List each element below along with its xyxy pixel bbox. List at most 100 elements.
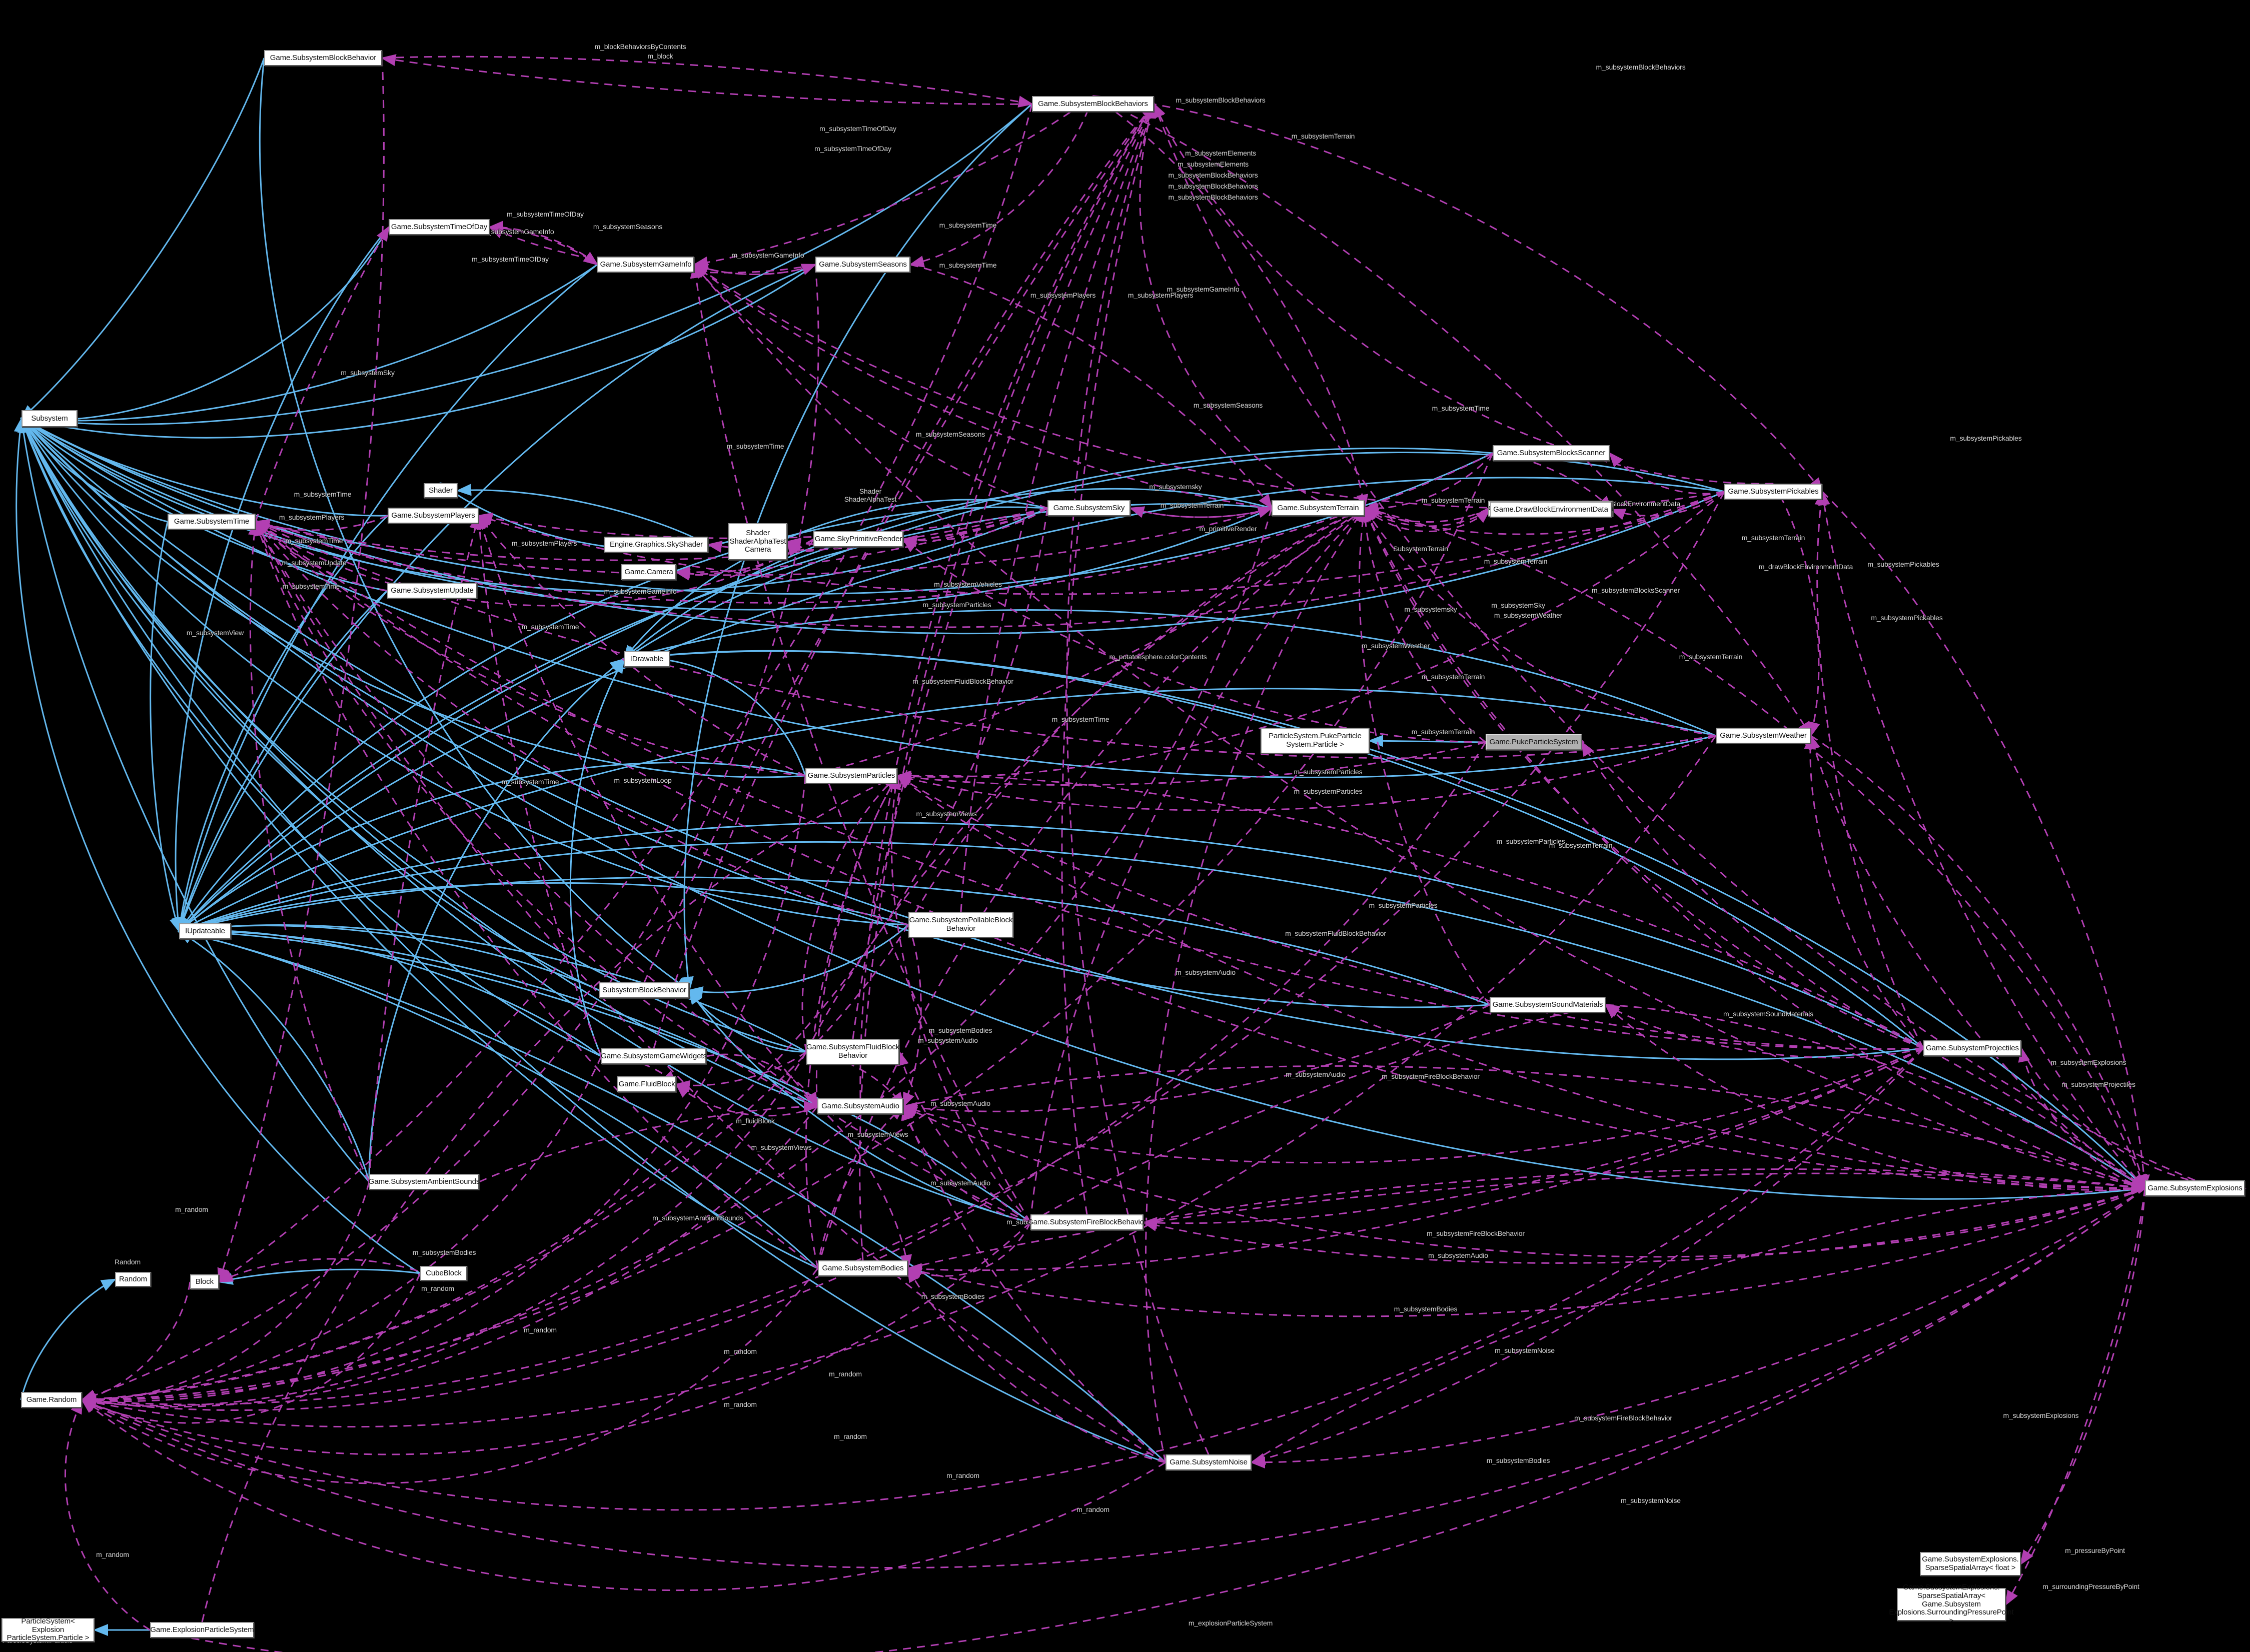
- class-node[interactable]: CubeBlock: [420, 1266, 467, 1281]
- edge-label: m_subsystemTime: [939, 261, 997, 269]
- edge-label: m_subsystemTime: [939, 221, 997, 229]
- class-node[interactable]: Game.SubsystemExplosions. SparseSpatialA…: [1889, 1583, 2014, 1625]
- class-node[interactable]: Game.SkyPrimitiveRender: [813, 531, 903, 547]
- class-node[interactable]: Game.SubsystemTime: [168, 514, 256, 530]
- class-node[interactable]: Game.SubsystemFireBlockBehavior: [1027, 1214, 1147, 1230]
- edge-label: m_subsystemPlayers: [279, 513, 345, 521]
- class-node[interactable]: Game.SubsystemSoundMaterials: [1490, 997, 1606, 1013]
- edge-label: m_random: [96, 1550, 129, 1558]
- class-node[interactable]: Game.SubsystemWeather: [1716, 728, 1811, 744]
- class-node[interactable]: Game.SubsystemPlayers: [388, 508, 479, 524]
- class-node[interactable]: Game.SubsystemFluidBlock Behavior: [806, 1039, 899, 1065]
- class-node[interactable]: Game.SubsystemExplosions. SparseSpatialA…: [1920, 1552, 2021, 1576]
- edge-label: m_subsystemBlockBehaviors: [1596, 63, 1686, 71]
- edge-label: m_subsystemAudio: [930, 1179, 990, 1187]
- class-node[interactable]: Game.SubsystemPollableBlock Behavior: [908, 912, 1013, 938]
- class-node[interactable]: Game.SubsystemBodies: [818, 1260, 908, 1276]
- edge-label: m_random: [834, 1432, 867, 1440]
- edge-label: SubsystemTerrain: [1393, 545, 1448, 553]
- class-node[interactable]: Game.SubsystemPickables: [1724, 484, 1822, 500]
- edge-label: m_subsystemGameInfo: [731, 251, 804, 259]
- edge-label: m_subsystemBlockBehaviors: [1168, 171, 1258, 179]
- edge-label: m_subsystemFireBlockBehavior: [1382, 1072, 1480, 1080]
- class-node[interactable]: Game.PukeParticleSystem: [1486, 734, 1582, 750]
- edge-label: m_subsystemPickables: [1871, 614, 1943, 622]
- edge-label: m_subsystemWeather: [1361, 642, 1430, 650]
- class-node[interactable]: Game.SubsystemGameWidgets: [601, 1048, 707, 1064]
- class-node[interactable]: SubsystemBlockBehavior: [599, 982, 689, 998]
- class-node[interactable]: Game.SubsystemTerrain: [1272, 500, 1365, 516]
- edge-label: m_subsystemTerrain: [1484, 557, 1548, 565]
- class-node[interactable]: Game.SubsystemBlocksScanner: [1493, 445, 1610, 461]
- class-node[interactable]: Game.SubsystemUpdate: [387, 583, 477, 599]
- class-node[interactable]: Game.SubsystemNoise: [1166, 1454, 1252, 1470]
- class-node[interactable]: Game.SubsystemExplosions: [2145, 1180, 2245, 1196]
- class-node[interactable]: Shader ShaderAlphaTest Camera: [728, 523, 787, 560]
- edge-label: m_subsystemPickables: [1950, 434, 2022, 442]
- class-node[interactable]: Game.SubsystemBlockBehaviors: [1032, 96, 1154, 112]
- edge-label: m_drawBlockEnvironmentData: [1758, 563, 1853, 571]
- class-node[interactable]: ParticleSystem.PukeParticle System.Parti…: [1261, 728, 1370, 754]
- edge-label: m_subsystemSky: [341, 369, 395, 377]
- edge-label: m_surroundingPressureByPoint: [2042, 1582, 2139, 1590]
- edge-label: m_subsystemTerrain: [1411, 728, 1475, 736]
- class-node[interactable]: Game.ExplosionParticleSystem: [150, 1622, 254, 1638]
- class-node[interactable]: Subsystem: [22, 410, 78, 427]
- edge-label: m_subsystemFluidBlockBehavior: [1285, 929, 1386, 937]
- class-node[interactable]: Game.SubsystemGameInfo: [597, 257, 694, 273]
- edge-label: m_blockBehaviorsByContents: [594, 43, 686, 51]
- class-node[interactable]: Game.Camera: [621, 564, 676, 580]
- edge-label: m_subsystemFireBlockBehavior: [1574, 1414, 1672, 1422]
- edge-label: m_random: [946, 1471, 979, 1479]
- edge-label: m_subsystemBlockBehaviors: [1168, 193, 1258, 201]
- class-node[interactable]: Game.SubsystemBlockBehavior: [264, 50, 382, 66]
- edge-label: m_block: [647, 52, 673, 60]
- edge-label: m_subsystemAudio: [1286, 1070, 1346, 1078]
- edge-label: m_subsystemAudio: [1176, 968, 1236, 976]
- edge-label: m_subsystemView: [186, 629, 244, 637]
- class-node[interactable]: Game.SubsystemProjectiles: [1923, 1040, 2021, 1056]
- class-node[interactable]: Game.Random: [21, 1392, 82, 1408]
- class-node[interactable]: IUpdateable: [179, 923, 231, 939]
- edge-label: m_subsystemPlayers: [1128, 291, 1194, 299]
- class-node[interactable]: IDrawable: [624, 651, 670, 667]
- edge-label: m_subsystemsky: [1149, 483, 1202, 491]
- class-node[interactable]: Game.FluidBlock: [617, 1076, 676, 1092]
- edge-label: m_subsystemTime: [285, 537, 343, 545]
- edge-label: m_subsystemTime: [1432, 404, 1490, 412]
- class-node[interactable]: Game.SubsystemAmbientSounds: [369, 1174, 480, 1190]
- class-node[interactable]: Shader: [424, 483, 458, 498]
- edge-label: m_subsystemBodies: [1394, 1305, 1458, 1313]
- edge-label: m_subsystemFluidBlockBehavior: [912, 677, 1013, 685]
- edge-label: m_subsystemAudio: [918, 1036, 978, 1044]
- edge-label: m_subsystemTerrain: [1741, 534, 1805, 542]
- edge-label: m_subsystemViews: [847, 1130, 908, 1138]
- class-node[interactable]: Game.SubsystemTimeOfDay: [389, 219, 490, 235]
- class-node[interactable]: Engine.Graphics.SkyShader: [604, 537, 708, 553]
- class-node[interactable]: Block: [190, 1274, 219, 1289]
- edge-label: m_subsystemProjectiles: [2061, 1080, 2135, 1088]
- class-node[interactable]: Game.SubsystemSky: [1047, 500, 1131, 516]
- edge-label: m_subsystemPlayers: [1030, 291, 1096, 299]
- edge-label: m_subsystemTime: [521, 623, 579, 631]
- edge-label: m_subsystemSeasons: [593, 223, 663, 231]
- edge-label: m_subsystemTime: [282, 582, 340, 590]
- edge-label: m_subsystemTerrain: [1679, 653, 1743, 661]
- edge-label: m_random: [1076, 1505, 1109, 1513]
- edge-label: m_subsystemTime: [501, 778, 559, 786]
- edge-label: Random: [114, 1258, 141, 1266]
- edge-label: m_subsystemBodies: [1486, 1456, 1550, 1464]
- class-node[interactable]: Game.SubsystemParticles: [805, 768, 897, 784]
- class-node[interactable]: Game.SubsystemAudio: [817, 1098, 903, 1114]
- class-node[interactable]: Random: [115, 1272, 151, 1287]
- class-node[interactable]: Game.DrawBlockEnvironmentData: [1490, 502, 1612, 518]
- edge-label: m_subsystemSoundMaterials: [1723, 1010, 1813, 1018]
- edge-label: m_subsystemVehicles: [934, 580, 1002, 588]
- class-node[interactable]: Game.SubsystemSeasons: [815, 257, 910, 273]
- class-node[interactable]: ParticleSystem< Explosion ParticleSystem…: [2, 1617, 95, 1642]
- edge-label: m_subsystemTerrain: [1549, 841, 1613, 849]
- edge-label: m_subsystemElements: [1185, 149, 1256, 157]
